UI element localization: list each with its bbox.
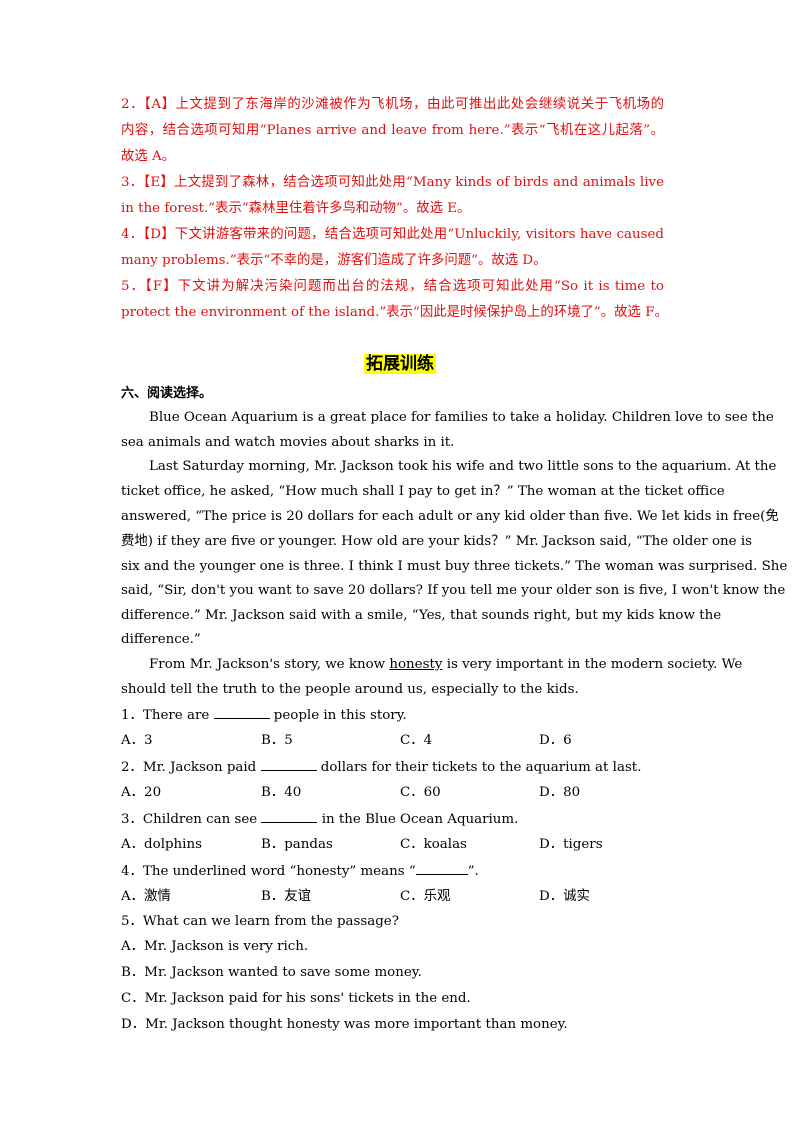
question-1-text: 1．There are [121, 708, 214, 723]
question-2-text-end: dollars for their tickets to the aquariu… [316, 760, 642, 775]
section-heading: 六、阅读选择。 [121, 386, 213, 401]
q4-option-d: D．诚实 [539, 889, 590, 904]
answer-4-line-2: many problems.”表示“不幸的是，游客们造成了许多问题”。故选 D。 [121, 253, 547, 268]
answer-2-line-1: 2．【A】上文提到了东海岸的沙滩被作为飞机场，由此可推出此处会继续说关于飞机场的 [121, 97, 664, 112]
question-3: 3．Children can see in the Blue Ocean Aqu… [121, 810, 518, 829]
answer-2-line-2: 内容，结合选项可知用“Planes arrive and leave from … [121, 123, 664, 138]
q5-option-b: B．Mr. Jackson wanted to save some money. [121, 965, 422, 980]
question-1: 1．There are people in this story. [121, 706, 407, 725]
q4-option-b: B．友谊 [261, 889, 312, 904]
question-4-text: 4．The underlined word “honesty” means “ [121, 864, 416, 879]
passage-p1-line-1: Blue Ocean Aquarium is a great place for… [149, 410, 774, 425]
section-title: 拓展训练 [0, 352, 800, 376]
passage-p2-line-7: difference.” Mr. Jackson said with a smi… [121, 608, 722, 623]
question-3-text-end: in the Blue Ocean Aquarium. [317, 812, 519, 827]
q1-option-a: A．3 [121, 733, 153, 748]
q2-option-d: D．80 [539, 785, 581, 800]
passage-p2-line-6: said, “Sir, don't you want to save 20 do… [121, 583, 786, 598]
q2-option-c: C．60 [400, 785, 441, 800]
question-1-text-end: people in this story. [269, 708, 407, 723]
q1-option-d: D．6 [539, 733, 572, 748]
answer-5-line-1: 5．【F】下文讲为解决污染问题而出台的法规，结合选项可知此处用“So it is… [121, 279, 664, 294]
q4-option-c: C．乐观 [400, 889, 451, 904]
q3-option-b: B．pandas [261, 837, 333, 852]
question-5: 5．What can we learn from the passage? [121, 914, 399, 929]
q5-option-a: A．Mr. Jackson is very rich. [121, 939, 309, 954]
answer-blank [261, 810, 318, 823]
q5-option-d: D．Mr. Jackson thought honesty was more i… [121, 1017, 568, 1032]
answer-3-line-1: 3．【E】上文提到了森林，结合选项可知此处用“Many kinds of bir… [121, 175, 664, 190]
passage-p3-after: is very important in the modern society.… [442, 657, 743, 672]
q1-option-c: C．4 [400, 733, 433, 748]
passage-p3-line-1: From Mr. Jackson's story, we know honest… [149, 656, 742, 674]
answer-blank [213, 706, 270, 719]
passage-p3-before: From Mr. Jackson's story, we know [149, 657, 390, 672]
q2-option-b: B．40 [261, 785, 302, 800]
q5-option-c: C．Mr. Jackson paid for his sons' tickets… [121, 991, 471, 1006]
passage-p2-line-4: 费地) if they are five or younger. How old… [121, 534, 752, 549]
question-2-text: 2．Mr. Jackson paid [121, 760, 261, 775]
question-4: 4．The underlined word “honesty” means “ ”… [121, 862, 479, 881]
q3-option-d: D．tigers [539, 837, 603, 852]
section-title-text: 拓展训练 [364, 354, 436, 374]
answer-2-line-3: 故选 A。 [121, 149, 176, 164]
passage-p1-line-2: sea animals and watch movies about shark… [121, 435, 455, 450]
question-2: 2．Mr. Jackson paid dollars for their tic… [121, 758, 641, 777]
q3-option-c: C．koalas [400, 837, 467, 852]
answer-5-line-2: protect the environment of the island.”表… [121, 305, 668, 320]
question-3-text: 3．Children can see [121, 812, 262, 827]
question-4-text-end: ”. [467, 864, 479, 879]
answer-3-line-2: in the forest.”表示“森林里住着许多鸟和动物”。故选 E。 [121, 201, 471, 216]
answer-blank [415, 862, 468, 875]
passage-p2-line-2: ticket office, he asked, “How much shall… [121, 484, 725, 499]
passage-p2-line-3: answered, “The price is 20 dollars for e… [121, 509, 779, 524]
q3-option-a: A．dolphins [121, 837, 202, 852]
underlined-word: honesty [389, 657, 443, 672]
answer-4-line-1: 4．【D】下文讲游客带来的问题，结合选项可知此处用“Unluckily, vis… [121, 227, 664, 242]
passage-p2-line-5: six and the younger one is three. I thin… [121, 559, 788, 574]
passage-p2-line-1: Last Saturday morning, Mr. Jackson took … [149, 459, 777, 474]
passage-p3-line-2: should tell the truth to the people arou… [121, 682, 579, 697]
q1-option-b: B．5 [261, 733, 293, 748]
q2-option-a: A．20 [121, 785, 162, 800]
passage-p2-line-8: difference.” [121, 632, 201, 647]
q4-option-a: A．激情 [121, 889, 171, 904]
answer-blank [260, 758, 317, 771]
